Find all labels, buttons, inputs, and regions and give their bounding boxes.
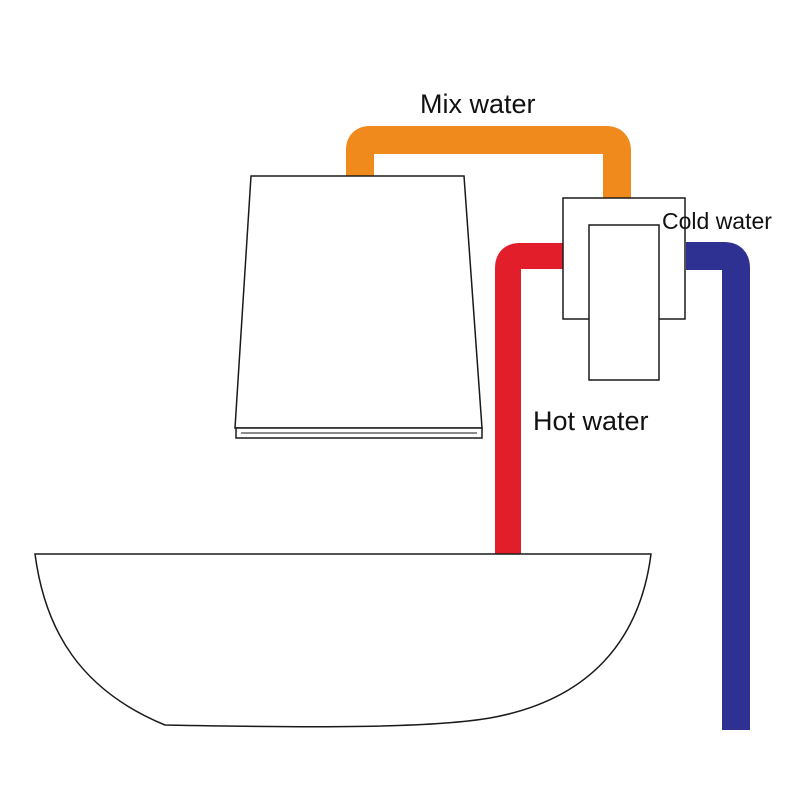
- basin: [34, 553, 652, 728]
- valve-cartridge: [588, 224, 660, 381]
- hot-water-label: Hot water: [533, 406, 649, 436]
- mix-water-label: Mix water: [420, 89, 536, 119]
- cold-water-pipe: [686, 242, 750, 730]
- faucet-body: [234, 175, 483, 429]
- mix-water-pipe: [346, 126, 631, 200]
- cold-water-label: Cold water: [662, 208, 772, 234]
- hot-water-pipe: [495, 243, 564, 556]
